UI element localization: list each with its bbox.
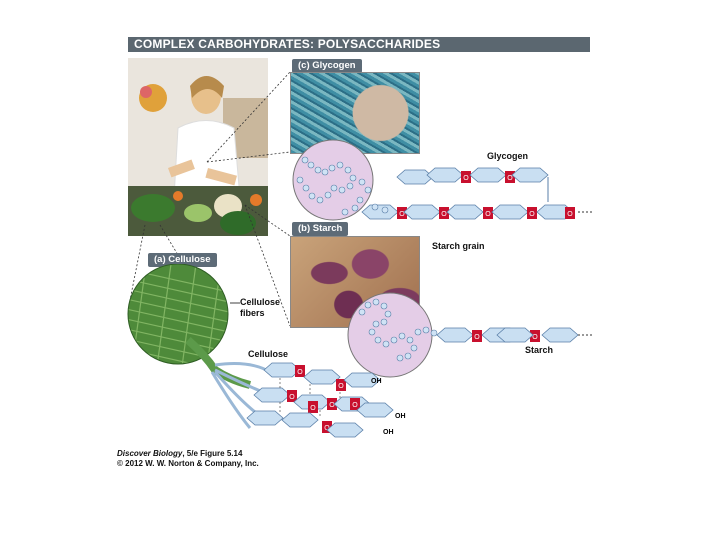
starch-grain-label: Starch grain <box>432 241 485 251</box>
caption-book-title: Discover Biology <box>117 449 183 458</box>
glycogen-lower-chain <box>361 204 592 220</box>
cellulose-tag: (a) Cellulose <box>148 253 217 267</box>
kitchen-photo-illustration <box>128 58 268 236</box>
starch-chain <box>436 327 592 343</box>
caption-edition: , 5/e Figure 5.14 <box>182 449 243 458</box>
cellulose-chain-label: Cellulose <box>248 349 289 359</box>
glycogen-tag: (c) Glycogen <box>292 59 362 73</box>
cellulose-fibers-label-line2: fibers <box>240 308 265 318</box>
cellulose-fibers-label-line1: Cellulose <box>240 297 281 307</box>
fibers-pointer-line <box>230 302 240 304</box>
caption-copyright: © 2012 W. W. Norton & Company, Inc. <box>117 459 259 468</box>
glycogen-magnified-circle <box>292 139 389 221</box>
kitchen-photo <box>128 58 268 236</box>
hydrogen-bonds <box>279 378 341 418</box>
oh-label-3: OH <box>371 378 382 385</box>
cellulose-fibers-label: Cellulose fibers <box>240 297 280 319</box>
oh-label-2: OH <box>395 413 406 420</box>
starch-magnified-circle <box>347 292 438 378</box>
figure-caption: Discover Biology, 5/e Figure 5.14 © 2012… <box>117 449 259 469</box>
glycogen-micrograph <box>290 72 420 154</box>
caption-source-line: Discover Biology, 5/e Figure 5.14 <box>117 449 259 459</box>
figure-title: COMPLEX CARBOHYDRATES: POLYSACCHARIDES <box>128 37 590 52</box>
cellulose-micrograph <box>127 264 229 365</box>
oh-label-1: OH <box>383 429 394 436</box>
glycogen-chain-label: Glycogen <box>487 151 529 161</box>
starch-chain-label: Starch <box>525 345 554 355</box>
starch-tag: (b) Starch <box>292 222 349 236</box>
glycogen-upper-chain <box>396 167 549 202</box>
